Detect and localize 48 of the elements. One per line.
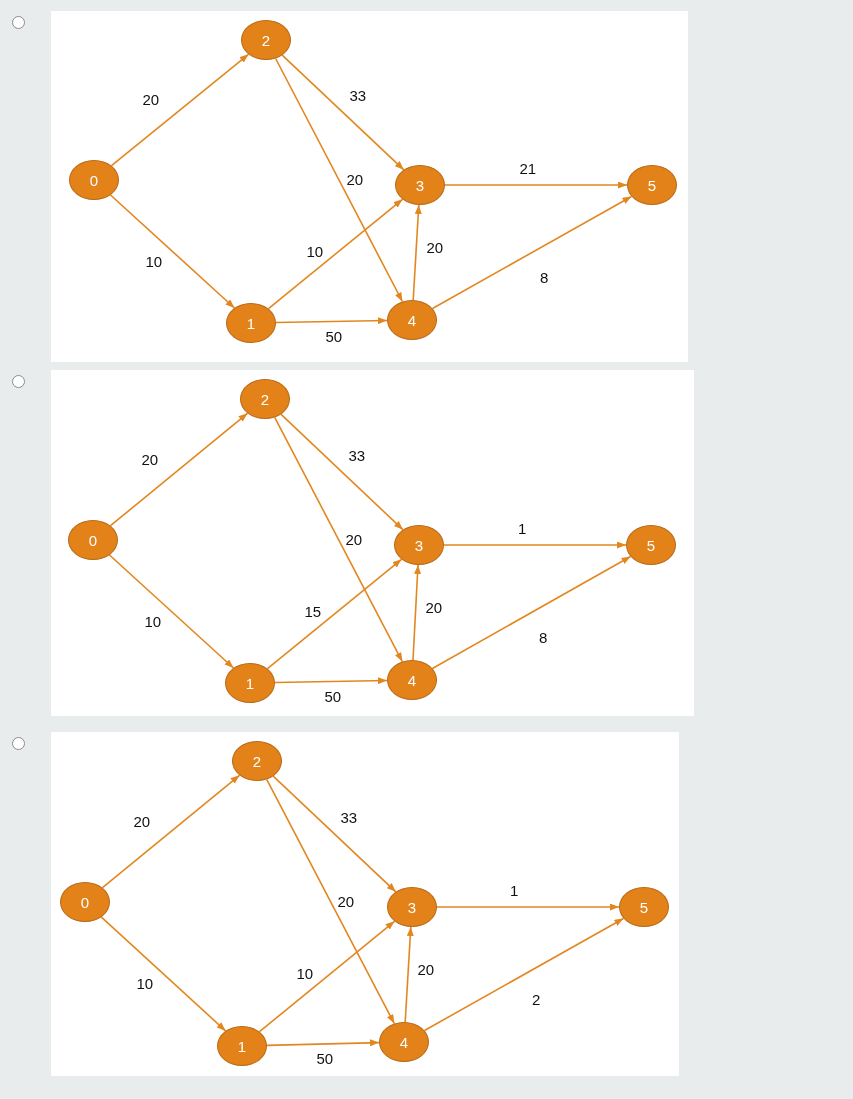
arrow xyxy=(431,195,633,310)
arrow xyxy=(266,1039,380,1047)
arrow xyxy=(412,564,421,661)
arrow xyxy=(110,53,250,167)
graph-node: 4 xyxy=(387,300,437,340)
arrow xyxy=(273,416,404,663)
arrow xyxy=(281,54,405,171)
graph-node: 3 xyxy=(394,525,444,565)
graph-node: 2 xyxy=(232,741,282,781)
graph-node: 2 xyxy=(241,20,291,60)
graph-node: 3 xyxy=(387,887,437,927)
arrow xyxy=(109,412,249,527)
arrow xyxy=(109,194,236,309)
graph-node: 1 xyxy=(217,1026,267,1066)
graph-node: 2 xyxy=(240,379,290,419)
arrow xyxy=(423,917,625,1032)
arrow xyxy=(275,317,388,325)
arrow xyxy=(274,677,388,685)
graph-panel xyxy=(51,732,679,1076)
graph-node: 4 xyxy=(379,1022,429,1062)
arrow xyxy=(431,555,632,670)
graph-panel xyxy=(51,370,694,716)
arrow xyxy=(267,198,404,310)
arrow xyxy=(265,778,396,1025)
graph-node: 1 xyxy=(225,663,275,703)
graph-node: 0 xyxy=(60,882,110,922)
graph-node: 5 xyxy=(627,165,677,205)
arrow xyxy=(280,413,404,531)
arrow xyxy=(436,903,620,911)
arrow xyxy=(101,774,241,889)
graph-node: 5 xyxy=(619,887,669,927)
arrow xyxy=(258,920,396,1033)
graph-panel xyxy=(51,11,688,362)
arrow xyxy=(412,204,422,301)
graph-node: 4 xyxy=(387,660,437,700)
arrow xyxy=(444,181,628,189)
arrow xyxy=(100,916,227,1032)
arrow xyxy=(108,554,235,669)
arrow xyxy=(443,541,627,549)
arrow xyxy=(274,57,404,303)
arrow xyxy=(272,775,397,893)
graph-node: 5 xyxy=(626,525,676,565)
arrow xyxy=(404,926,414,1023)
graph-node: 3 xyxy=(395,165,445,205)
graph-node: 0 xyxy=(68,520,118,560)
graph-node: 1 xyxy=(226,303,276,343)
arrow xyxy=(266,558,403,670)
graph-node: 0 xyxy=(69,160,119,200)
